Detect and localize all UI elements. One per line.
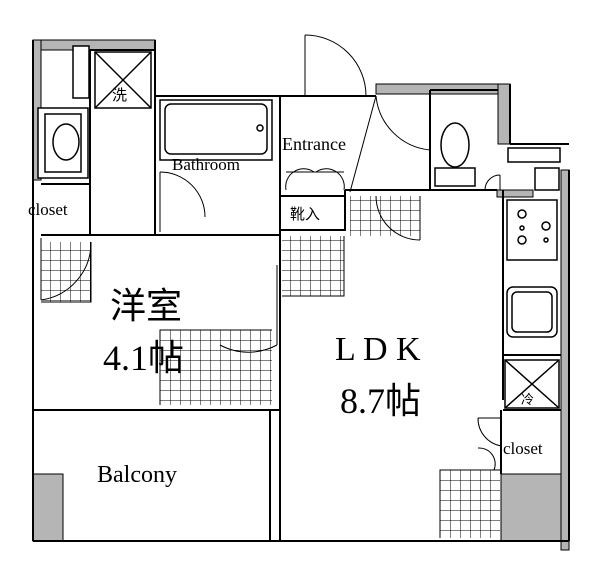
balcony-label: Balcony [97,462,177,488]
western-room-size: 4.1帖 [103,338,184,378]
entrance-label: Entrance [282,134,346,154]
western-room-name: 洋室 [110,286,182,326]
shoe-storage-label: 靴入 [290,206,320,223]
doors [40,34,502,471]
ldk-size: 8.7帖 [340,381,421,421]
fixtures [37,45,561,409]
cabinet-icon [72,45,90,99]
tile-borders [41,236,500,538]
closet-right-label: closet [503,439,543,458]
toilet-icon [440,122,470,168]
walls [32,40,570,542]
closet-left-label: closet [28,200,68,219]
ldk-name: L D K [335,331,421,368]
bathroom-label: Bathroom [172,155,240,174]
fridge-label: 冷 [521,392,534,407]
stove-icon [506,199,558,261]
washer-label: 洗 [112,87,127,104]
shoe-storage-box [279,195,346,231]
